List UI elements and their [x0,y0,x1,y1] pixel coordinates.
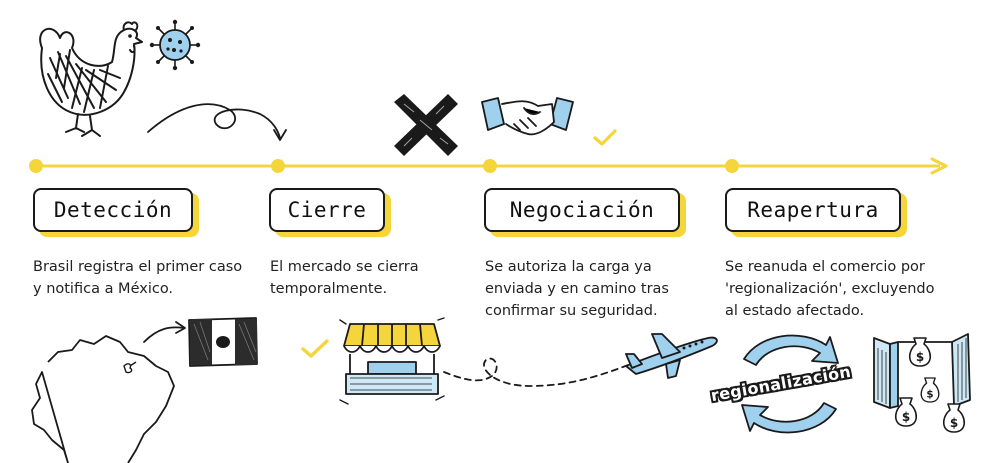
cycle-arrows-icon [741,334,839,434]
virus-icon [149,19,201,71]
money-bag-icon: $ [942,403,966,433]
stage-title-reapertura: Reapertura [725,188,901,232]
checkmark-icon [593,129,617,146]
brazil-map-icon [31,335,175,463]
timeline-dot-3 [483,159,497,173]
desc-line: Brasil registra el primer caso [33,259,243,275]
stage-title-cierre: Cierre [269,188,385,232]
mexico-flag-icon [188,317,258,367]
desc-line: temporalmente. [270,281,388,297]
curved-arrow [147,103,287,141]
money-symbol: $ [902,410,910,424]
desc-line: Se reanuda el comercio por [725,259,925,275]
airplane-icon [625,333,718,379]
stage-desc-negociacion: Se autoriza la carga ya enviada y en cam… [485,256,669,322]
money-symbol: $ [950,416,958,430]
handshake-icon [481,97,574,136]
checkmark-icon [301,339,329,358]
money-symbol: $ [926,389,933,401]
desc-line: enviada y en camino tras [485,281,669,297]
timeline-dot-1 [29,159,43,173]
stage-desc-cierre: El mercado se cierra temporalmente. [270,256,419,300]
desc-line: confirmar su seguridad. [485,303,658,319]
stage-title-negociacion: Negociación [484,188,680,232]
money-symbol: $ [916,350,924,364]
money-bag-icon: $ [920,377,940,403]
open-gate-icon [873,333,971,409]
market-stall-icon [339,317,445,405]
dashed-flight-path [443,357,637,387]
desc-line: Se autoriza la carga ya [485,259,652,275]
timeline-dot-2 [271,159,285,173]
stage-desc-deteccion: Brasil registra el primer caso y notific… [33,256,242,300]
timeline-dot-4 [725,159,739,173]
desc-line: al estado afectado. [725,303,865,319]
money-bag-icon: $ [894,397,918,427]
desc-line: El mercado se cierra [270,259,419,275]
cross-icon [394,94,458,156]
desc-line: y notifica a México. [33,281,174,297]
money-bag-icon: $ [908,337,932,367]
stage-desc-reapertura: Se reanuda el comercio por 'regionalizac… [725,256,935,322]
desc-line: 'regionalización', excluyendo [725,281,935,297]
chicken-icon [39,21,143,137]
map-to-flag-arrow [143,321,186,343]
stage-title-deteccion: Detección [33,188,193,232]
